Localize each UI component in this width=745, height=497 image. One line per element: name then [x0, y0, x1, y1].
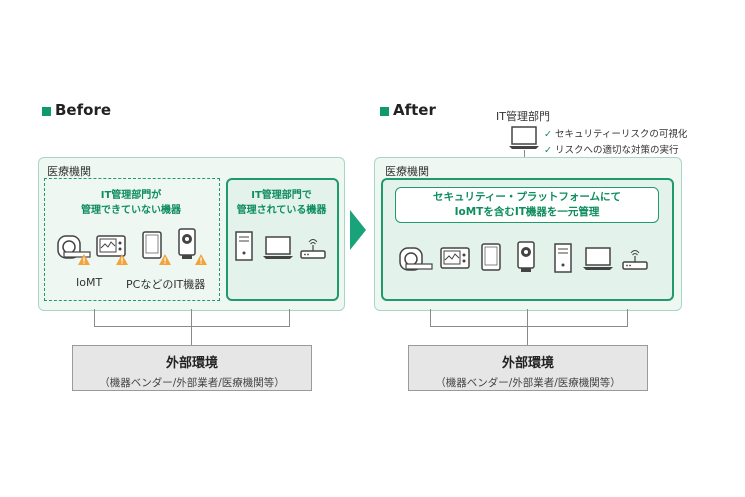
- router-icon: [300, 239, 326, 259]
- warning-icon: [195, 254, 207, 265]
- after-org-label: 医療機関: [385, 165, 429, 178]
- after-connector-stem: [527, 309, 528, 345]
- before-external-title: 外部環境: [165, 356, 218, 371]
- it-dept-label: IT管理部門: [496, 110, 550, 123]
- before-connector-stem: [191, 309, 192, 345]
- checkmark-icon: ✓: [544, 129, 552, 140]
- arrow-right-icon: [350, 210, 366, 250]
- after-connector: [430, 309, 628, 327]
- laptop-icon: [263, 236, 293, 259]
- router-icon: [622, 250, 648, 270]
- check-item-2: ✓リスクへの適切な対策の実行: [544, 142, 678, 156]
- unmanaged-devices-label: IT管理部門が 管理できていない機器: [81, 190, 181, 216]
- check-item-1: ✓セキュリティーリスクの可視化: [544, 126, 687, 140]
- monitor-device-icon: [96, 235, 126, 257]
- warning-icon: [159, 254, 171, 265]
- laptop-icon: [509, 126, 539, 149]
- tablet-icon: [481, 243, 501, 271]
- platform-label: セキュリティー・プラットフォームにて IoMTを含むIT機器を一元管理: [432, 191, 622, 218]
- managed-devices-label: IT管理部門で 管理されている機器: [236, 190, 327, 216]
- tower-pc-icon: [554, 243, 572, 273]
- before-connector: [94, 309, 290, 327]
- before-org-label: 医療機関: [47, 165, 91, 178]
- after-external-subtitle: （機器ベンダー/外部業者/医療機関等）: [435, 377, 621, 389]
- platform-box: [395, 187, 659, 223]
- checkmark-icon: ✓: [544, 145, 552, 156]
- tablet-icon: [142, 231, 162, 259]
- after-marker: [380, 107, 389, 116]
- after-external-box: 外部環境 （機器ベンダー/外部業者/医療機関等）: [408, 345, 648, 391]
- before-heading: Before: [55, 101, 112, 119]
- pc-devices-label: PCなどのIT機器: [126, 278, 206, 291]
- before-marker: [42, 107, 51, 116]
- check-item-1-text: セキュリティーリスクの可視化: [554, 129, 688, 140]
- iomt-label: IoMT: [76, 276, 103, 289]
- mri-icon: [399, 247, 433, 271]
- after-external-title: 外部環境: [501, 356, 554, 371]
- check-item-2-text: リスクへの適切な対策の実行: [554, 145, 679, 156]
- before-external-subtitle: （機器ベンダー/外部業者/医療機関等）: [99, 377, 285, 389]
- mri-icon: [57, 235, 91, 259]
- after-heading: After: [393, 101, 436, 119]
- warning-icon: [116, 254, 128, 265]
- before-external-box: 外部環境 （機器ベンダー/外部業者/医療機関等）: [72, 345, 312, 391]
- camera-icon: [178, 228, 196, 259]
- warning-icon: [78, 254, 90, 265]
- laptop-icon: [583, 247, 613, 270]
- tower-pc-icon: [235, 231, 253, 261]
- monitor-device-icon: [440, 247, 470, 269]
- camera-icon: [517, 241, 535, 272]
